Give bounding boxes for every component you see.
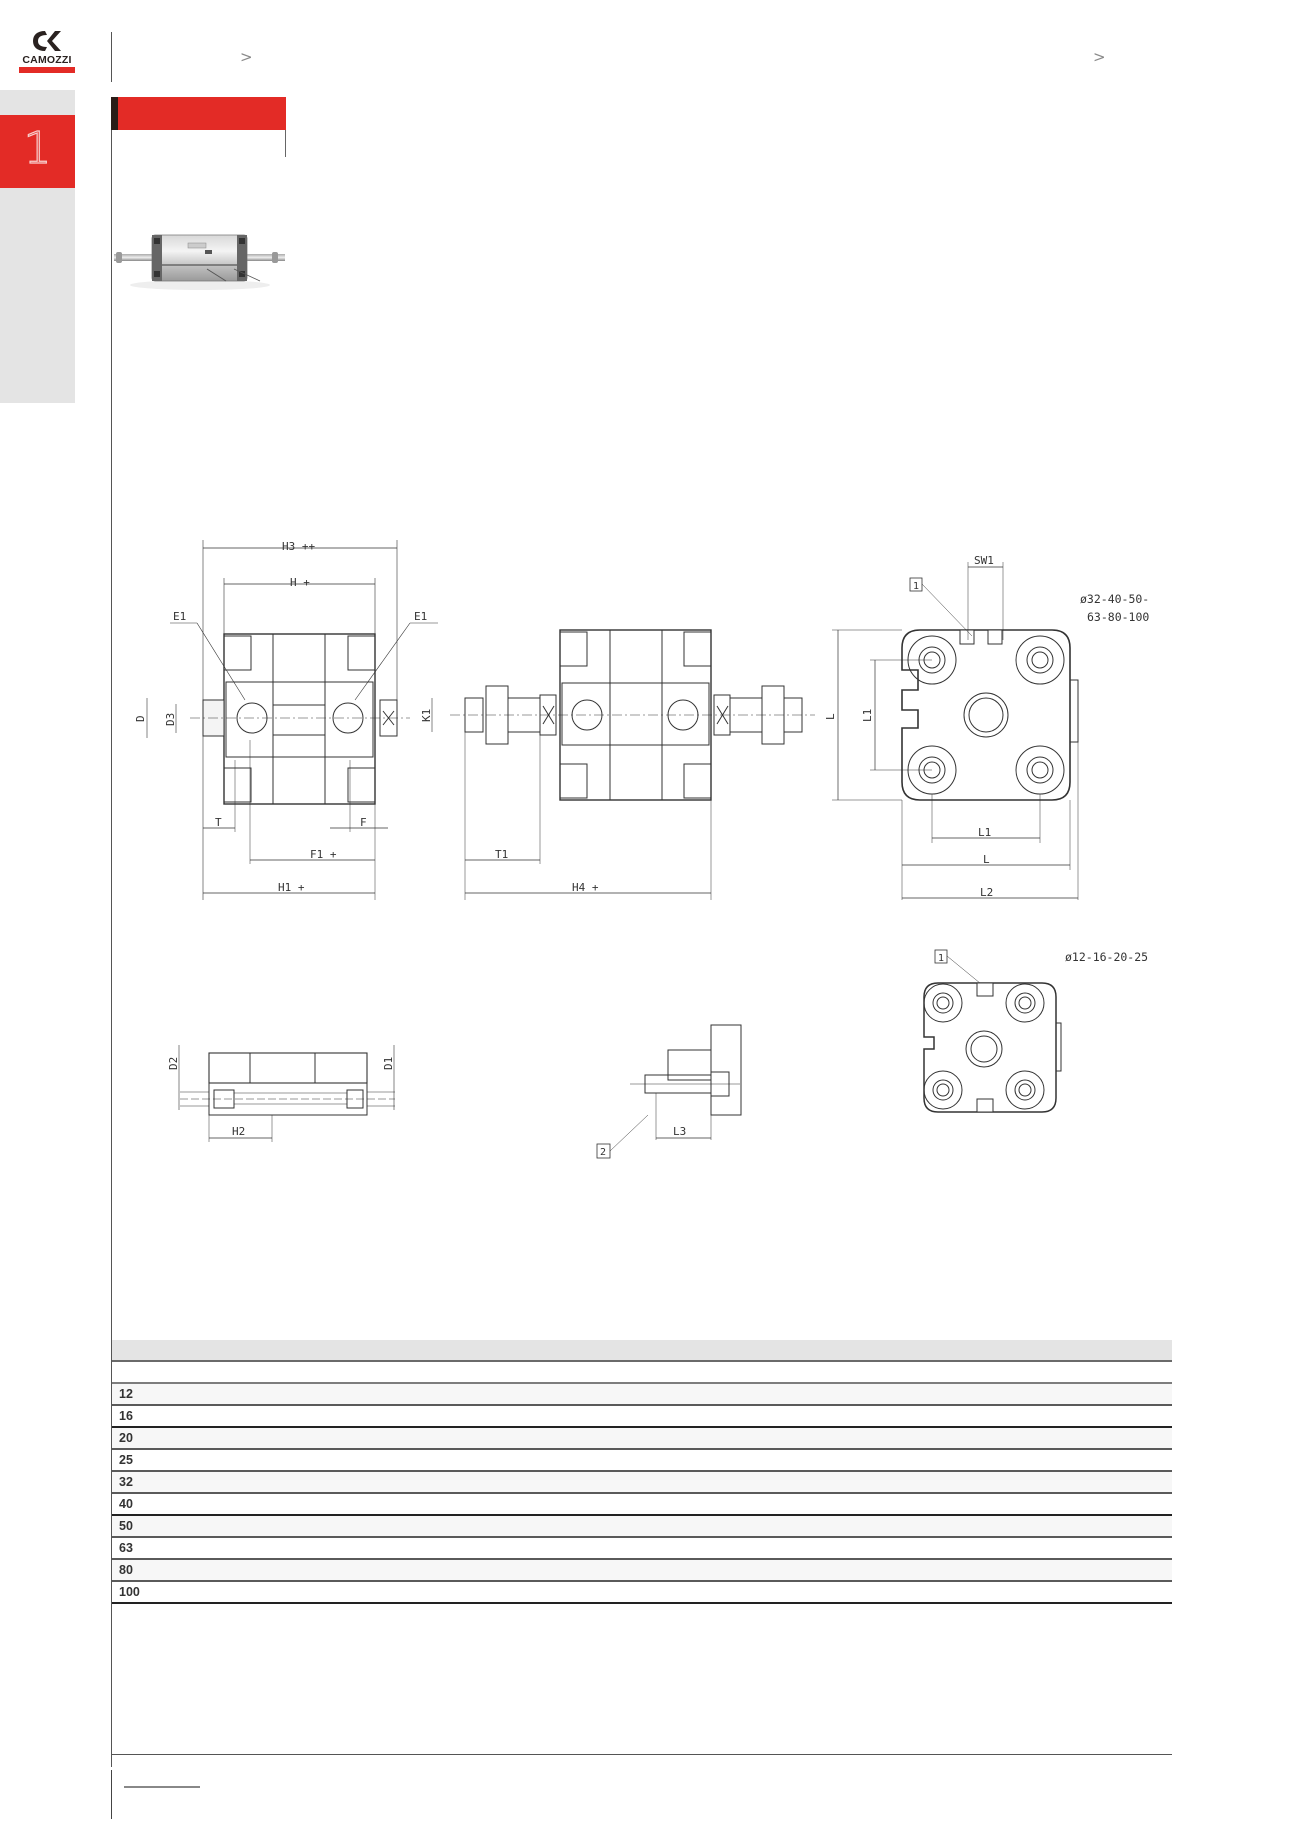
header-divider xyxy=(111,32,112,82)
svg-text:T: T xyxy=(215,816,222,829)
svg-text:SW1: SW1 xyxy=(974,554,994,567)
camozzi-logo[interactable]: CAMOZZI xyxy=(18,30,76,76)
svg-text:ø12-16-20-25: ø12-16-20-25 xyxy=(1065,950,1148,964)
title-bar-notch xyxy=(111,97,118,130)
svg-text:T1: T1 xyxy=(495,848,508,861)
table-row: 32 xyxy=(112,1472,1172,1494)
table-row: 40 xyxy=(112,1494,1172,1516)
end-view-small-drawing: 1 ø12-16-20-25 xyxy=(923,949,1148,1113)
svg-text:E1: E1 xyxy=(173,610,186,623)
table-row: 63 xyxy=(112,1538,1172,1560)
logo-wordmark: CAMOZZI xyxy=(22,54,72,66)
svg-text:D3: D3 xyxy=(164,713,177,726)
table-row: 20 xyxy=(112,1428,1172,1450)
footer-rule xyxy=(112,1754,1172,1755)
svg-text:F: F xyxy=(360,816,367,829)
svg-text:E1: E1 xyxy=(414,610,427,623)
svg-text:L2: L2 xyxy=(980,886,993,899)
table-row: 12 xyxy=(112,1384,1172,1406)
svg-text:63-80-100: 63-80-100 xyxy=(1087,610,1149,624)
bore-cell: 80 xyxy=(119,1563,133,1577)
technical-drawing: H3 ++ H + E1 E1 D D3 xyxy=(134,540,1149,1159)
table-header-row xyxy=(112,1340,1172,1362)
section-title-bar xyxy=(111,97,286,130)
svg-text:L: L xyxy=(983,853,990,866)
table-row: 16 xyxy=(112,1406,1172,1428)
front-view-drawing: H3 ++ H + E1 E1 D D3 xyxy=(134,540,438,900)
svg-text:D: D xyxy=(134,715,147,722)
svg-text:ø32-40-50-: ø32-40-50- xyxy=(1080,592,1149,606)
svg-text:L1: L1 xyxy=(861,709,874,722)
footer-divider xyxy=(111,1770,112,1819)
bore-cell: 50 xyxy=(119,1519,133,1533)
breadcrumb-separator: > xyxy=(1093,48,1106,66)
svg-text:1: 1 xyxy=(913,581,919,592)
svg-text:2: 2 xyxy=(600,1147,606,1158)
svg-text:H +: H + xyxy=(290,576,310,589)
table-row: 50 xyxy=(112,1516,1172,1538)
breadcrumb-separator: > xyxy=(240,48,253,66)
logo-stripe xyxy=(19,67,75,73)
bore-cell: 20 xyxy=(119,1431,133,1445)
svg-text:H4 +: H4 + xyxy=(572,881,599,894)
bore-cell: 100 xyxy=(119,1585,140,1599)
footer-dash xyxy=(124,1786,200,1788)
section-mount-1-drawing: D2 D1 H2 xyxy=(167,1045,395,1142)
svg-text:L: L xyxy=(824,713,837,720)
table-row: 80 xyxy=(112,1560,1172,1582)
svg-text:D2: D2 xyxy=(167,1057,180,1070)
title-bar-edge xyxy=(285,130,286,157)
svg-text:L3: L3 xyxy=(673,1125,686,1138)
camozzi-ck-icon xyxy=(33,31,61,51)
bore-cell: 63 xyxy=(119,1541,133,1555)
svg-text:H1 +: H1 + xyxy=(278,881,305,894)
table-row: 25 xyxy=(112,1450,1172,1472)
bore-cell: 25 xyxy=(119,1453,133,1467)
dimensions-table: 12 16 20 25 32 40 50 63 80 100 xyxy=(112,1340,1172,1604)
bore-cell: 32 xyxy=(119,1475,133,1489)
bore-cell: 40 xyxy=(119,1497,133,1511)
product-image xyxy=(114,234,285,290)
svg-text:1: 1 xyxy=(938,953,944,964)
svg-text:H3 ++: H3 ++ xyxy=(282,540,315,553)
svg-text:H2: H2 xyxy=(232,1125,245,1138)
bore-cell: 16 xyxy=(119,1409,133,1423)
svg-text:D1: D1 xyxy=(382,1057,395,1070)
section-mount-2-drawing: L3 2 xyxy=(596,1024,742,1159)
svg-text:F1 +: F1 + xyxy=(310,848,337,861)
svg-text:L1: L1 xyxy=(978,826,991,839)
end-view-large-drawing: SW1 1 ø32-40-50- 63-80-100 L L1 L1 L L2 xyxy=(824,554,1149,900)
table-subheader-row xyxy=(112,1362,1172,1384)
section-number: 1 xyxy=(23,122,52,174)
content-left-border xyxy=(111,130,112,1767)
side-view-drawing: K1 T1 H4 + xyxy=(420,629,815,900)
svg-text:K1: K1 xyxy=(420,709,433,722)
bore-cell: 12 xyxy=(119,1387,133,1401)
table-row: 100 xyxy=(112,1582,1172,1604)
sidebar-section-tab[interactable]: 1 xyxy=(0,115,75,188)
